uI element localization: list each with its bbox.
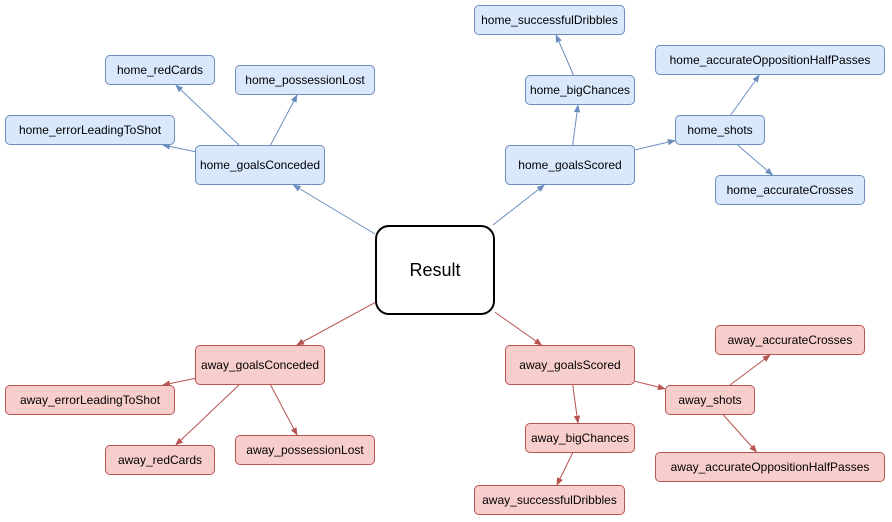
- away-accurate-crosses-node[interactable]: away_accurateCrosses: [715, 325, 865, 355]
- edge-home_goalsConceded-to-home_possessionLost: [270, 94, 298, 146]
- edge-home_shots-to-home_accurateOppositionHalfPasses: [730, 74, 760, 116]
- edge-away_shots-to-away_accurateCrosses: [729, 354, 771, 386]
- edge-result-to-home_goalsConceded: [292, 184, 376, 235]
- edge-away_bigChances-to-away_successfulDribbles: [556, 452, 574, 486]
- edge-away_goalsConceded-to-away_possessionLost: [270, 384, 298, 436]
- home-big-chances-node[interactable]: home_bigChances: [525, 75, 635, 105]
- away-big-chances-node[interactable]: away_bigChances: [525, 423, 635, 453]
- home-goals-scored-node[interactable]: home_goalsScored: [505, 145, 635, 185]
- home-accurate-crosses-node[interactable]: home_accurateCrosses: [715, 175, 865, 205]
- edge-result-to-home_goalsScored: [492, 184, 545, 226]
- edge-away_shots-to-away_accurateOppositionHalfPasses: [723, 414, 758, 453]
- edge-result-to-away_goalsConceded: [296, 302, 376, 346]
- edge-home_goalsConceded-to-home_errorLeadingToShot: [162, 143, 196, 153]
- away-possession-lost-node[interactable]: away_possessionLost: [235, 435, 375, 465]
- away-goals-scored-node[interactable]: away_goalsScored: [505, 345, 635, 385]
- edge-away_goalsScored-to-away_shots: [634, 380, 666, 391]
- edge-home_shots-to-home_accurateCrosses: [737, 144, 774, 176]
- result-node[interactable]: Result: [375, 225, 495, 315]
- edge-home_goalsScored-to-home_bigChances: [572, 104, 581, 146]
- edge-result-to-away_goalsScored: [494, 311, 543, 346]
- home-successful-dribbles-node[interactable]: home_successfulDribbles: [474, 5, 625, 35]
- home-goals-conceded-node[interactable]: home_goalsConceded: [195, 145, 325, 185]
- away-accurate-opposition-half-passes-node[interactable]: away_accurateOppositionHalfPasses: [655, 452, 885, 482]
- home-error-leading-to-shot-node[interactable]: home_errorLeadingToShot: [5, 115, 175, 145]
- edge-home_goalsConceded-to-home_redCards: [175, 84, 240, 146]
- away-error-leading-to-shot-node[interactable]: away_errorLeadingToShot: [5, 385, 175, 415]
- home-accurate-opposition-half-passes-node[interactable]: home_accurateOppositionHalfPasses: [655, 45, 885, 75]
- edge-away_goalsConceded-to-away_redCards: [175, 384, 240, 446]
- away-shots-node[interactable]: away_shots: [665, 385, 755, 415]
- away-red-cards-node[interactable]: away_redCards: [105, 445, 215, 475]
- edge-home_goalsScored-to-home_shots: [634, 139, 676, 151]
- home-red-cards-node[interactable]: home_redCards: [105, 55, 215, 85]
- away-successful-dribbles-node[interactable]: away_successfulDribbles: [474, 485, 625, 515]
- home-possession-lost-node[interactable]: home_possessionLost: [235, 65, 375, 95]
- edge-home_bigChances-to-home_successfulDribbles: [555, 34, 574, 76]
- away-goals-conceded-node[interactable]: away_goalsConceded: [195, 345, 325, 385]
- home-shots-node[interactable]: home_shots: [675, 115, 765, 145]
- edge-away_goalsScored-to-away_bigChances: [572, 384, 581, 424]
- edge-away_goalsConceded-to-away_errorLeadingToShot: [162, 377, 196, 387]
